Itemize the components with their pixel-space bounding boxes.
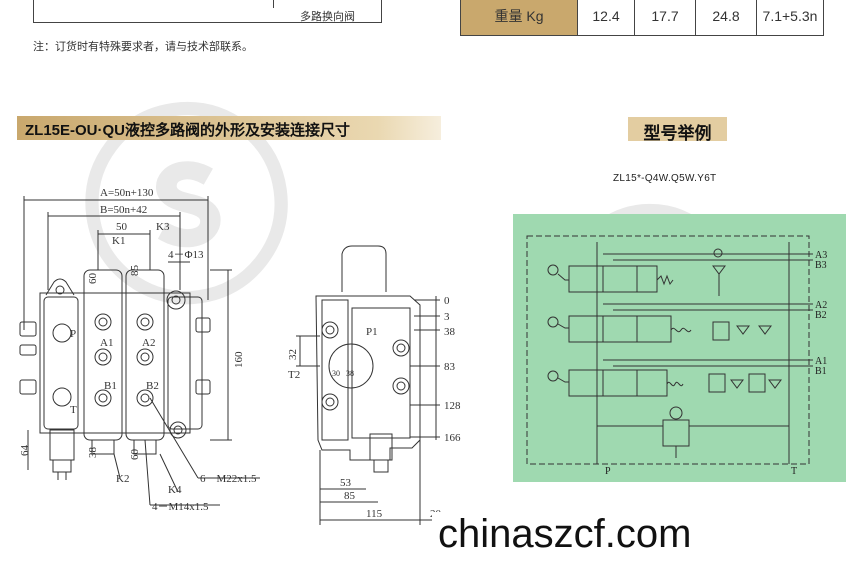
port-p: P bbox=[70, 328, 76, 340]
label-k3: K3 bbox=[156, 221, 170, 233]
dim-50: 50 bbox=[116, 221, 128, 233]
dim-64: 64 bbox=[19, 445, 31, 457]
top-drawing-frame bbox=[33, 0, 382, 23]
dim-53: 53 bbox=[340, 477, 352, 489]
dim-60-bottom: 60 bbox=[129, 449, 141, 461]
port-label-b1: B1 bbox=[815, 366, 827, 377]
dim-83: 83 bbox=[444, 361, 456, 373]
port-b1: B1 bbox=[104, 380, 117, 392]
dim-38-side: 38 bbox=[444, 326, 456, 338]
dim-38-small: 38 bbox=[346, 369, 354, 378]
section-title: ZL15E-OU·QU液控多路阀的外形及安装连接尺寸 bbox=[25, 122, 351, 139]
hydraulic-schematic: A3 B3 A2 B2 A1 B1 P T bbox=[513, 214, 846, 482]
dim-128: 128 bbox=[444, 400, 461, 412]
weight-value: 7.1+5.3n bbox=[756, 0, 824, 36]
example-model-code: ZL15*-Q4W.Q5W.Y6T bbox=[613, 173, 717, 184]
dim-115: 115 bbox=[366, 508, 383, 520]
section-title-bar: ZL15E-OU·QU液控多路阀的外形及安装连接尺寸 bbox=[17, 116, 441, 140]
port-label-b2: B2 bbox=[815, 310, 827, 321]
weight-value: 24.8 bbox=[695, 0, 757, 36]
example-title-bar: 型号举例 bbox=[628, 117, 727, 143]
dim-166: 166 bbox=[444, 432, 461, 444]
dim-85: 85 bbox=[129, 265, 141, 277]
dim-32: 32 bbox=[287, 349, 299, 360]
port-t2: T2 bbox=[288, 369, 300, 381]
port-p1: P1 bbox=[366, 326, 378, 338]
port-t: T bbox=[70, 404, 77, 416]
dim-60-top: 60 bbox=[87, 273, 99, 285]
weight-label: 重量 Kg bbox=[460, 0, 578, 36]
dim-30: 30 bbox=[332, 369, 340, 378]
port-label-t: T bbox=[791, 466, 797, 477]
port-a1: A1 bbox=[100, 337, 113, 349]
thread-m14: 4－M14x1.5 bbox=[152, 501, 209, 513]
port-label-p: P bbox=[605, 466, 611, 477]
port-a2: A2 bbox=[142, 337, 155, 349]
example-title: 型号举例 bbox=[643, 124, 712, 143]
order-note: 注：订货时有特殊要求者，请与技术部联系。 bbox=[33, 41, 253, 53]
site-watermark-text: chinaszcf.com bbox=[432, 512, 698, 557]
label-k1: K1 bbox=[112, 235, 125, 247]
port-label-a1: A1 bbox=[815, 356, 827, 367]
weight-table: 重量 Kg 12.4 17.7 24.8 7.1+5.3n bbox=[460, 0, 824, 36]
dim-0: 0 bbox=[444, 295, 450, 307]
label-k2: K2 bbox=[116, 473, 129, 485]
dim-160: 160 bbox=[233, 351, 245, 368]
top-box-label: 多路换向阀 bbox=[300, 11, 355, 23]
port-label-a2: A2 bbox=[815, 300, 827, 311]
label-k4: K4 bbox=[168, 484, 182, 496]
port-b2: B2 bbox=[146, 380, 159, 392]
port-label-b3: B3 bbox=[815, 260, 827, 271]
dim-3: 3 bbox=[444, 311, 450, 323]
port-label-a3: A3 bbox=[815, 250, 827, 261]
dim-85-side: 85 bbox=[344, 490, 356, 502]
dim-b: B=50n+42 bbox=[100, 204, 147, 216]
weight-value: 17.7 bbox=[634, 0, 696, 36]
thread-m22: 6－M22x1.5 bbox=[200, 473, 257, 485]
dim-38: 38 bbox=[87, 447, 99, 459]
dim-phi13: 4－Φ13 bbox=[168, 249, 204, 261]
dim-a: A=50n+130 bbox=[100, 187, 154, 199]
